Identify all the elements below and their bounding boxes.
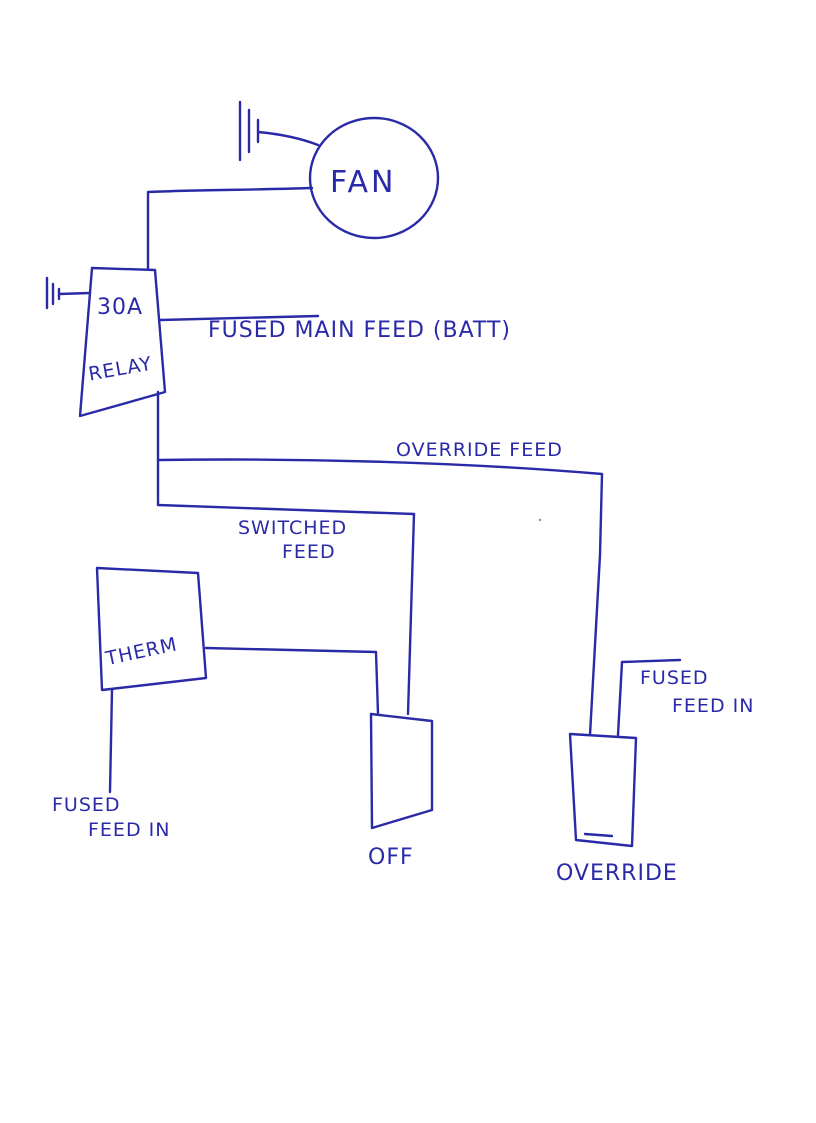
wire-fan-to-relay xyxy=(146,186,314,270)
relay-label-line2: RELAY xyxy=(87,353,154,386)
switched-feed-label-line1: SWITCHED xyxy=(238,517,347,539)
override-fused-feed-label-line2: FEED IN xyxy=(672,695,754,717)
fan-label: FAN xyxy=(330,165,396,200)
fan-ground-icon xyxy=(238,100,320,162)
fan-motor xyxy=(308,116,440,240)
main-feed-label: FUSED MAIN FEED (BATT) xyxy=(208,318,511,343)
therm-fused-feed-label-line1: FUSED xyxy=(52,794,121,816)
pen-dot xyxy=(538,518,542,522)
override-switch-contact xyxy=(583,832,614,838)
therm-box xyxy=(95,566,208,692)
relay-ground-icon xyxy=(45,276,92,310)
wire-override-fused-feed xyxy=(616,658,682,737)
wire-switched-feed xyxy=(156,503,416,716)
off-switch-label: OFF xyxy=(368,845,414,870)
therm-label: THERM xyxy=(103,633,179,670)
relay-label-line1: 30A xyxy=(97,295,143,320)
relay-box xyxy=(78,266,167,418)
override-feed-label: OVERRIDE FEED xyxy=(396,439,563,461)
wire-therm-fused-feed xyxy=(108,688,114,794)
therm-fused-feed-label-line2: FEED IN xyxy=(88,819,170,841)
wire-therm-to-off xyxy=(204,646,380,716)
wire-override-feed xyxy=(156,458,604,737)
override-fused-feed-label-line1: FUSED xyxy=(640,667,709,689)
override-switch-box xyxy=(568,732,638,848)
off-switch-box xyxy=(369,712,434,830)
override-switch-label: OVERRIDE xyxy=(556,861,678,886)
switched-feed-label-line2: FEED xyxy=(282,541,336,563)
wire-main-feed xyxy=(158,314,320,322)
